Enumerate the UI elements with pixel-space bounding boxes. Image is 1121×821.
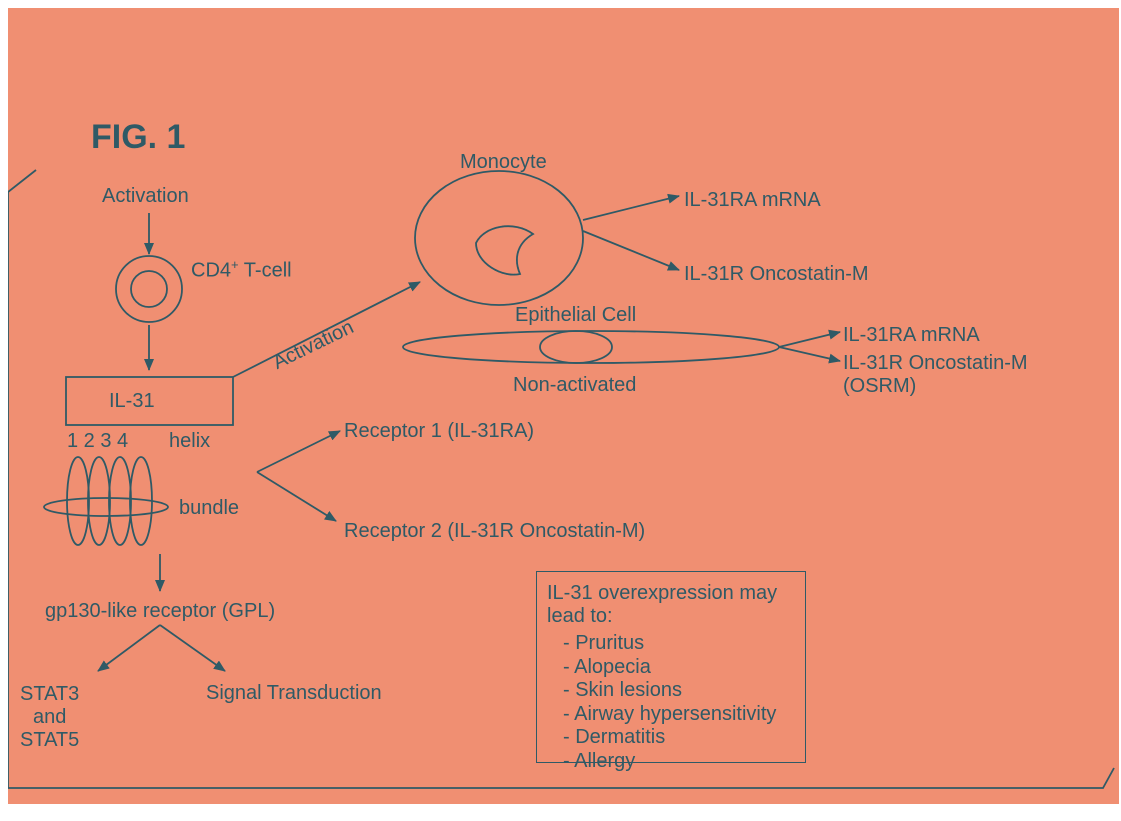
arrow-to-receptor-1 xyxy=(256,430,341,473)
bundle-label: bundle xyxy=(179,497,240,519)
arrow-to-receptor-2 xyxy=(256,471,337,522)
monocyte-output-1: IL-31RA mRNA xyxy=(684,189,821,211)
il31-label: IL-31 xyxy=(109,390,155,412)
gpl-label: gp130-like receptor (GPL) xyxy=(45,600,276,622)
epithelial-cell-label: Epithelial Cell xyxy=(515,304,637,326)
arrow-gpl-to-stat xyxy=(97,624,161,672)
stat-label: STAT3 and STAT5 xyxy=(20,683,80,751)
epithelial-nucleus xyxy=(539,330,613,364)
tcell-inner xyxy=(130,270,168,308)
monocyte-nucleus-outline xyxy=(475,225,535,276)
list-item: Dermatitis xyxy=(563,726,795,750)
arrow-monocyte-out-1 xyxy=(582,193,680,221)
cd4-text: CD4 xyxy=(191,259,232,282)
epithelial-cell xyxy=(402,330,780,364)
arrow-gpl-to-signal xyxy=(159,624,226,672)
monocyte-label: Monocyte xyxy=(460,151,547,173)
cd4-superscript: + xyxy=(231,257,239,272)
overexpression-box: IL-31 overexpression may lead to: Prurit… xyxy=(536,571,806,772)
helix-1 xyxy=(66,456,90,546)
frame-left-edge xyxy=(8,169,1115,789)
arrow-monocyte-out-2 xyxy=(582,230,680,271)
overexpression-heading: IL-31 overexpression may lead to: xyxy=(547,582,778,627)
list-item: Alopecia xyxy=(563,656,795,680)
helix-3 xyxy=(108,456,132,546)
list-item: Pruritus xyxy=(563,632,795,656)
epithelial-output-1: IL-31RA mRNA xyxy=(843,324,980,346)
helix-numbers: 1 2 3 4 xyxy=(67,430,129,452)
monocyte-cell xyxy=(414,170,584,306)
list-item: Skin lesions xyxy=(563,679,795,703)
tcell-outer xyxy=(115,255,183,323)
bundle-ring xyxy=(43,497,169,517)
arrow-il31-to-monocyte xyxy=(232,281,421,378)
il31-box xyxy=(65,376,234,426)
helix-2 xyxy=(87,456,111,546)
receptor-1-label: Receptor 1 (IL-31RA) xyxy=(344,420,535,442)
activation-label: Activation xyxy=(102,185,189,207)
list-item: Allergy xyxy=(563,750,795,774)
arrow-epithelial-out-1 xyxy=(778,329,841,348)
overexpression-list: Pruritus Alopecia Skin lesions Airway hy… xyxy=(547,632,795,773)
list-item: Airway hypersensitivity xyxy=(563,703,795,727)
helix-label: helix xyxy=(169,430,211,452)
epithelial-output-2: IL-31R Oncostatin-M (OSRM) xyxy=(843,352,1028,397)
signal-transduction-label: Signal Transduction xyxy=(206,682,382,704)
figure-label: FIG. 1 xyxy=(91,118,186,156)
receptor-2-label: Receptor 2 (IL-31R Oncostatin-M) xyxy=(344,520,646,542)
non-activated-label: Non-activated xyxy=(513,374,637,396)
cd4-tcell-label: CD4+ T-cell xyxy=(191,258,292,281)
tcell-text: T-cell xyxy=(238,259,292,282)
figure-canvas: FIG. 1 Activation CD4+ T-cell IL-31 1 2 … xyxy=(8,8,1119,804)
diagram-lines xyxy=(8,169,1115,789)
monocyte-output-2: IL-31R Oncostatin-M xyxy=(684,263,869,285)
arrow-epithelial-out-2 xyxy=(778,346,841,364)
